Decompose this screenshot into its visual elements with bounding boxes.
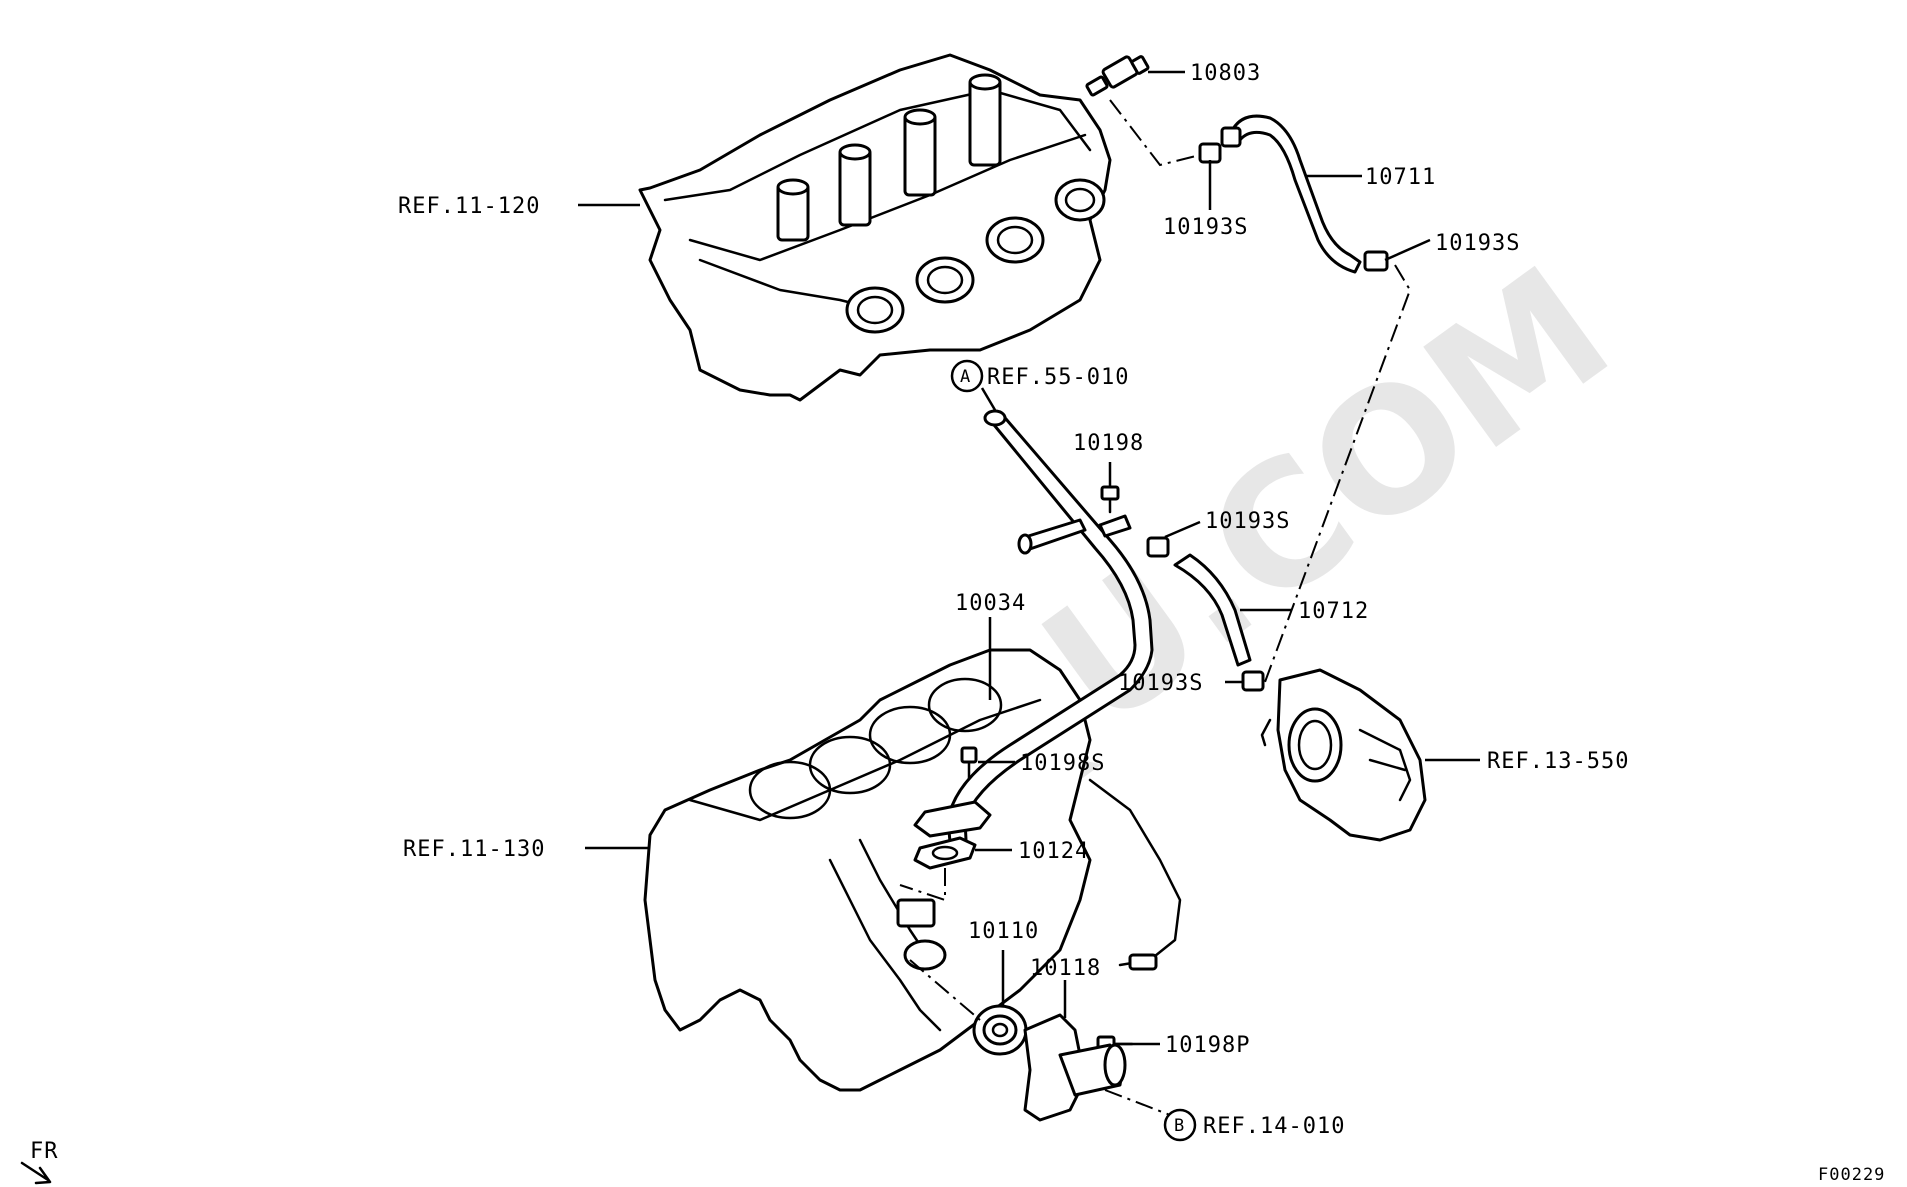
thermostat-10110 <box>972 1004 1028 1056</box>
label-ref-11-120: REF.11-120 <box>398 194 540 219</box>
clamp-10193s-1 <box>1198 142 1222 164</box>
connector-line <box>1264 264 1412 683</box>
label-10711: 10711 <box>1365 165 1436 190</box>
hose-10711 <box>1198 114 1389 274</box>
label-10803: 10803 <box>1190 61 1261 86</box>
figure-code: F00229 <box>1818 1165 1885 1185</box>
water-pipe-10034 <box>913 409 1154 844</box>
connector-line <box>1104 1089 1171 1116</box>
bolt-10198s <box>960 746 978 780</box>
label-10193s-1: 10193S <box>1163 215 1248 240</box>
cylinder-head <box>638 53 1112 402</box>
direction-arrow-icon <box>20 1161 52 1185</box>
label-10712: 10712 <box>1298 599 1369 624</box>
callout-a-letter: A <box>960 367 971 387</box>
water-inlet-10118 <box>1023 1013 1127 1122</box>
temperature-sensor-10803 <box>1085 55 1150 97</box>
clamp-10193s-2 <box>1363 250 1389 272</box>
cylinder-block <box>643 648 1182 1092</box>
clamp-10193s-3 <box>1146 536 1170 558</box>
label-ref-55-010: REF.55-010 <box>987 365 1129 390</box>
label-10193s-4: 10193S <box>1118 671 1203 696</box>
label-ref-11-130: REF.11-130 <box>403 837 545 862</box>
label-10034: 10034 <box>955 591 1026 616</box>
label-10118: 10118 <box>1030 956 1101 981</box>
hose-10712 <box>1173 553 1252 667</box>
connector-line <box>899 868 946 902</box>
connector-line <box>909 959 981 1021</box>
label-10110: 10110 <box>968 919 1039 944</box>
leader-lines <box>578 70 1480 1046</box>
callout-b-circle <box>1163 1108 1197 1142</box>
label-10193s-2: 10193S <box>1435 231 1520 256</box>
label-ref-13-550: REF.13-550 <box>1487 749 1629 774</box>
bolt-10198 <box>1100 485 1120 514</box>
direction-label: FR <box>30 1139 59 1164</box>
callout-b-letter: B <box>1174 1116 1185 1136</box>
label-10198s: 10198S <box>1020 751 1105 776</box>
gasket-10124 <box>913 836 977 870</box>
throttle-body <box>1260 668 1427 842</box>
label-ref-14-010: REF.14-010 <box>1203 1114 1345 1139</box>
label-10124: 10124 <box>1018 839 1089 864</box>
clamp-10193s-4 <box>1241 670 1265 692</box>
connector-line <box>1109 99 1201 167</box>
label-10198p: 10198P <box>1165 1033 1250 1058</box>
label-10198: 10198 <box>1073 431 1144 456</box>
label-10193s-3: 10193S <box>1205 509 1290 534</box>
callout-a-circle <box>950 359 984 393</box>
